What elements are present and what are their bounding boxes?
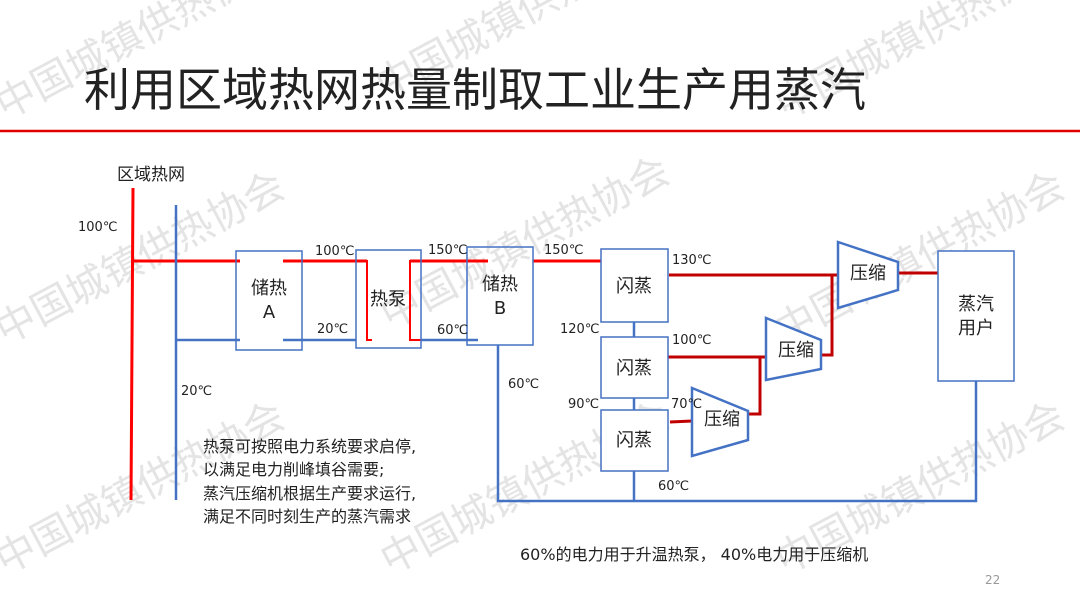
storage-b: 储热 B (466, 246, 534, 346)
svg-text:蒸汽: 蒸汽 (958, 294, 994, 315)
watermark: 中国城镇供热协会 (768, 163, 1072, 354)
temp-f3-steam: 70℃ (671, 397, 702, 412)
note-line: 热泵可按照电力系统要求启停, (203, 437, 416, 456)
flash-3: 闪蒸 (600, 409, 669, 472)
svg-text:压缩: 压缩 (850, 263, 886, 284)
note-line: 以满足电力削峰填谷需要; (203, 460, 384, 479)
svg-text:闪蒸: 闪蒸 (616, 358, 652, 379)
notes: 热泵可按照电力系统要求启停, 以满足电力削峰填谷需要; 蒸汽压缩机根据生产要求运… (203, 437, 416, 526)
temperature-labels: 100℃ 20℃ 100℃ 20℃ 150℃ 60℃ 60℃ 150℃ 130℃… (78, 220, 711, 494)
temp-b-return: 60℃ (508, 377, 539, 392)
temp-supply: 100℃ (78, 220, 117, 235)
temp-f1-steam: 130℃ (672, 253, 711, 268)
temp-a-hot: 100℃ (315, 244, 354, 259)
temp-hp-hot: 150℃ (428, 243, 467, 258)
note-line: 蒸汽压缩机根据生产要求运行, (203, 484, 416, 503)
storage-a: 储热 A (235, 250, 303, 351)
svg-text:用户: 用户 (958, 318, 994, 339)
temp-hp-cold: 60℃ (437, 323, 468, 338)
flash-1: 闪蒸 (600, 248, 669, 323)
temp-b-out: 150℃ (544, 243, 583, 258)
cold-pipes (174, 205, 978, 503)
svg-text:A: A (263, 302, 276, 323)
temp-f2-out: 90℃ (568, 397, 599, 412)
compressor-3: 压缩 (836, 240, 900, 310)
temp-f3-out: 60℃ (658, 479, 689, 494)
slide-title: 利用区域热网热量制取工业生产用蒸汽 (84, 63, 866, 117)
temp-return: 20℃ (181, 384, 212, 399)
page-number: 22 (985, 573, 1000, 587)
temp-f2-steam: 100℃ (672, 333, 711, 348)
steam-user: 蒸汽 用户 (937, 250, 1015, 382)
hot-pipes (129, 187, 601, 501)
svg-text:压缩: 压缩 (704, 409, 740, 430)
compressor-1: 压缩 (690, 386, 750, 458)
svg-text:储热: 储热 (251, 278, 287, 299)
note-line: 满足不同时刻生产的蒸汽需求 (203, 507, 411, 526)
footer-note: 60%的电力用于升温热泵， 40%电力用于压缩机 (520, 545, 868, 564)
svg-text:闪蒸: 闪蒸 (616, 276, 652, 297)
network-label: 区域热网 (117, 165, 185, 185)
svg-text:B: B (494, 298, 506, 319)
watermark: 中国城镇供热协会 (0, 163, 292, 354)
temp-a-cold: 20℃ (317, 322, 348, 337)
svg-text:闪蒸: 闪蒸 (616, 430, 652, 451)
flash-2: 闪蒸 (600, 336, 669, 399)
steam-pipes (668, 271, 938, 424)
svg-text:储热: 储热 (482, 274, 518, 295)
compressor-2: 压缩 (764, 316, 823, 382)
svg-text:压缩: 压缩 (778, 340, 814, 361)
svg-text:热泵: 热泵 (370, 289, 406, 310)
temp-f1-out: 120℃ (560, 322, 599, 337)
heat-pump: 热泵 (355, 249, 422, 349)
